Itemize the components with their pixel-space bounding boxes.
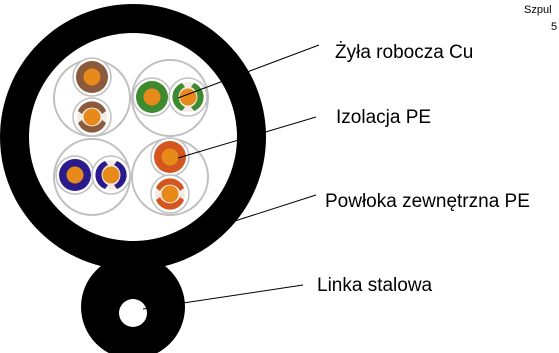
leader-line-insulation (177, 116, 317, 159)
wire-stripe (78, 101, 106, 114)
steel-messenger-wire (119, 299, 147, 327)
wire-stripe (156, 197, 184, 210)
label-insulation: Izolacja PE (336, 107, 431, 128)
copper-conductor (102, 166, 120, 184)
orange-pair (131, 137, 209, 216)
wire-stripe (172, 83, 185, 111)
brown-pair (53, 57, 131, 137)
copper-conductor (143, 88, 161, 106)
label-conductor: Żyła robocza Cu (335, 42, 473, 63)
copper-conductor (66, 166, 84, 184)
cable-core (29, 33, 237, 241)
wire-stripe (95, 161, 108, 189)
blue-pair (53, 138, 131, 216)
leader-line-sheath (212, 194, 317, 229)
wire-stripe (78, 120, 106, 133)
copper-conductor (83, 108, 101, 126)
label-messenger: Linka stalowa (317, 275, 433, 296)
label-sheath: Powłoka zewnętrzna PE (325, 191, 530, 212)
copper-conductor (161, 148, 179, 166)
leader-line-messenger (142, 284, 304, 310)
corner-text-line2: 5 (551, 21, 557, 33)
corner-text-line1: Szpul (524, 4, 552, 16)
copper-conductor (161, 185, 179, 203)
wire-stripe (156, 178, 184, 191)
leader-line-conductor (177, 44, 320, 99)
green-pair (131, 59, 209, 137)
wire-stripe (114, 161, 127, 189)
copper-conductor (83, 68, 101, 86)
